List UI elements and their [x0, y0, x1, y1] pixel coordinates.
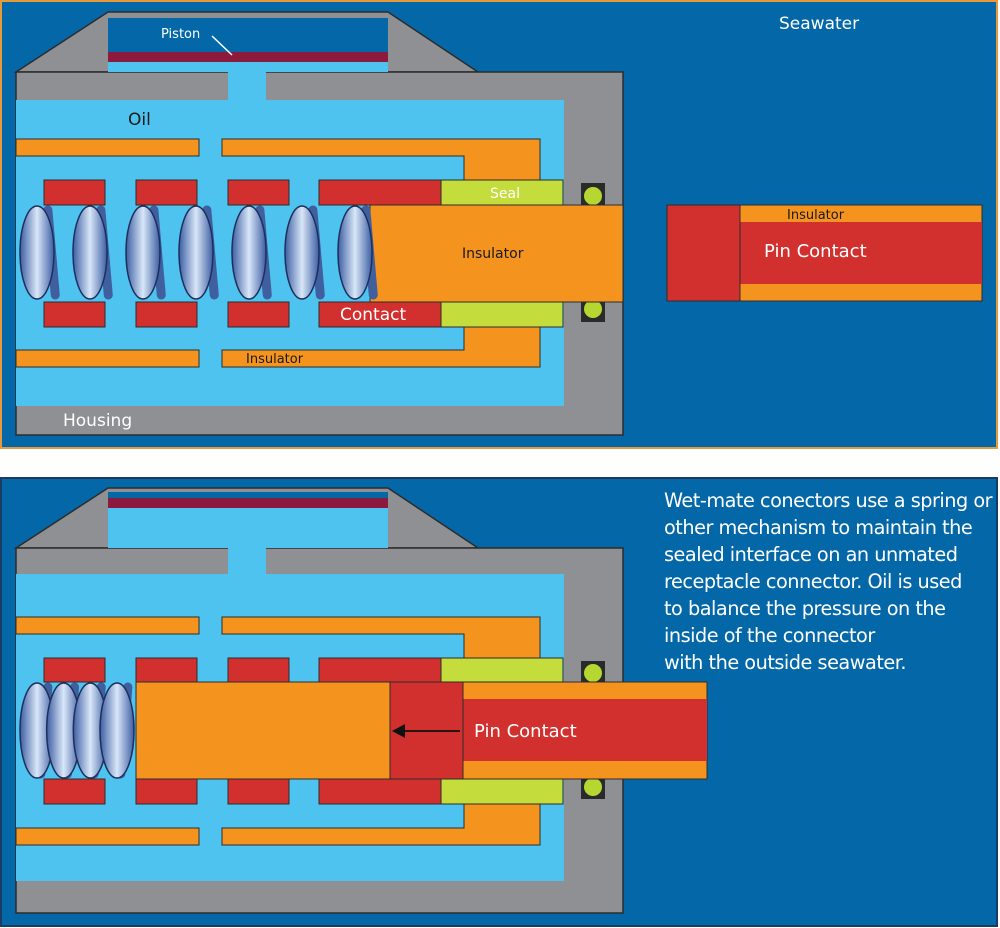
- contacts-bottom-row-mated: [43, 778, 442, 805]
- pin-contact-shaft: [740, 222, 982, 284]
- spring-coil: [178, 205, 214, 300]
- description-line: receptacle connector. Oil is used: [664, 570, 962, 593]
- spring-extended: [19, 205, 378, 300]
- insertion-arrow-head: [392, 724, 405, 738]
- piston-oil: [108, 62, 388, 72]
- description-line: inside of the connector: [664, 624, 875, 647]
- spring-coil: [72, 205, 108, 300]
- seal-bottom-mated: [440, 778, 564, 805]
- seal-top-mated: [440, 657, 564, 683]
- spring-coil: [231, 205, 267, 300]
- piston-chamber-top-mated: [108, 492, 388, 498]
- oring-top-mated: [584, 664, 602, 682]
- pin-insulator-label: Insulator: [787, 208, 845, 223]
- spring-coil: [99, 682, 135, 779]
- pin-assembly-unmated: [666, 204, 983, 302]
- insulator-strip-bottom-left-mated: [15, 827, 200, 846]
- spring-coil: [284, 205, 320, 300]
- central-insulator-pushed: [135, 681, 391, 780]
- contacts-top-row: [43, 179, 442, 206]
- insulator-bottom-label: Insulator: [246, 352, 304, 367]
- piston-mated: [108, 498, 388, 508]
- contacts-top-row-mated: [43, 657, 442, 683]
- oil-label: Oil: [128, 110, 151, 130]
- housing-label: Housing: [63, 411, 132, 431]
- spring-compressed: [19, 682, 135, 779]
- description-line: with the outside seawater.: [664, 651, 907, 674]
- piston-leader-line: [211, 35, 233, 56]
- description-line: sealed interface on an unmated: [664, 543, 958, 566]
- contact-label: Contact: [340, 305, 406, 325]
- insulator-center-label: Insulator: [462, 246, 524, 262]
- oil-channel: [228, 72, 266, 100]
- insulator-strip-top-left: [15, 138, 200, 157]
- insulator-strip-top-left-mated: [15, 616, 200, 635]
- pin-contact-label: Pin Contact: [764, 241, 867, 262]
- description-text: Wet-mate conectors use a spring or other…: [664, 487, 998, 676]
- piston-oil-mated: [108, 508, 388, 548]
- pin-contact-base: [666, 204, 741, 302]
- piston-chamber-top: [108, 18, 388, 52]
- oring-bottom: [584, 300, 602, 318]
- seal-label: Seal: [490, 186, 520, 202]
- seawater-label: Seawater: [779, 14, 859, 34]
- spring-coil: [337, 205, 373, 300]
- seal-bottom: [440, 301, 564, 328]
- spring-coil: [125, 205, 161, 300]
- insulator-strip-bottom-left: [15, 349, 200, 368]
- spring-coil: [19, 205, 55, 300]
- pin-contact-label-mated: Pin Contact: [474, 721, 577, 742]
- oring-bottom-mated: [584, 778, 602, 796]
- panel-mated: Pin Contact: [0, 477, 998, 927]
- oil-channel-mated: [228, 548, 266, 574]
- oring-top: [584, 187, 602, 205]
- description-line: to balance the pressure on the: [664, 597, 946, 620]
- piston: [108, 52, 388, 62]
- description-line: Wet-mate conectors use a spring or: [664, 489, 993, 512]
- piston-label: Piston: [161, 27, 200, 42]
- pin-contact-shaft-mated: [463, 699, 707, 761]
- panel-unmated: Seawater Piston Oil Seal Insulator Conta…: [0, 0, 998, 449]
- central-insulator: [369, 204, 624, 303]
- description-line: other mechanism to maintain the: [664, 516, 973, 539]
